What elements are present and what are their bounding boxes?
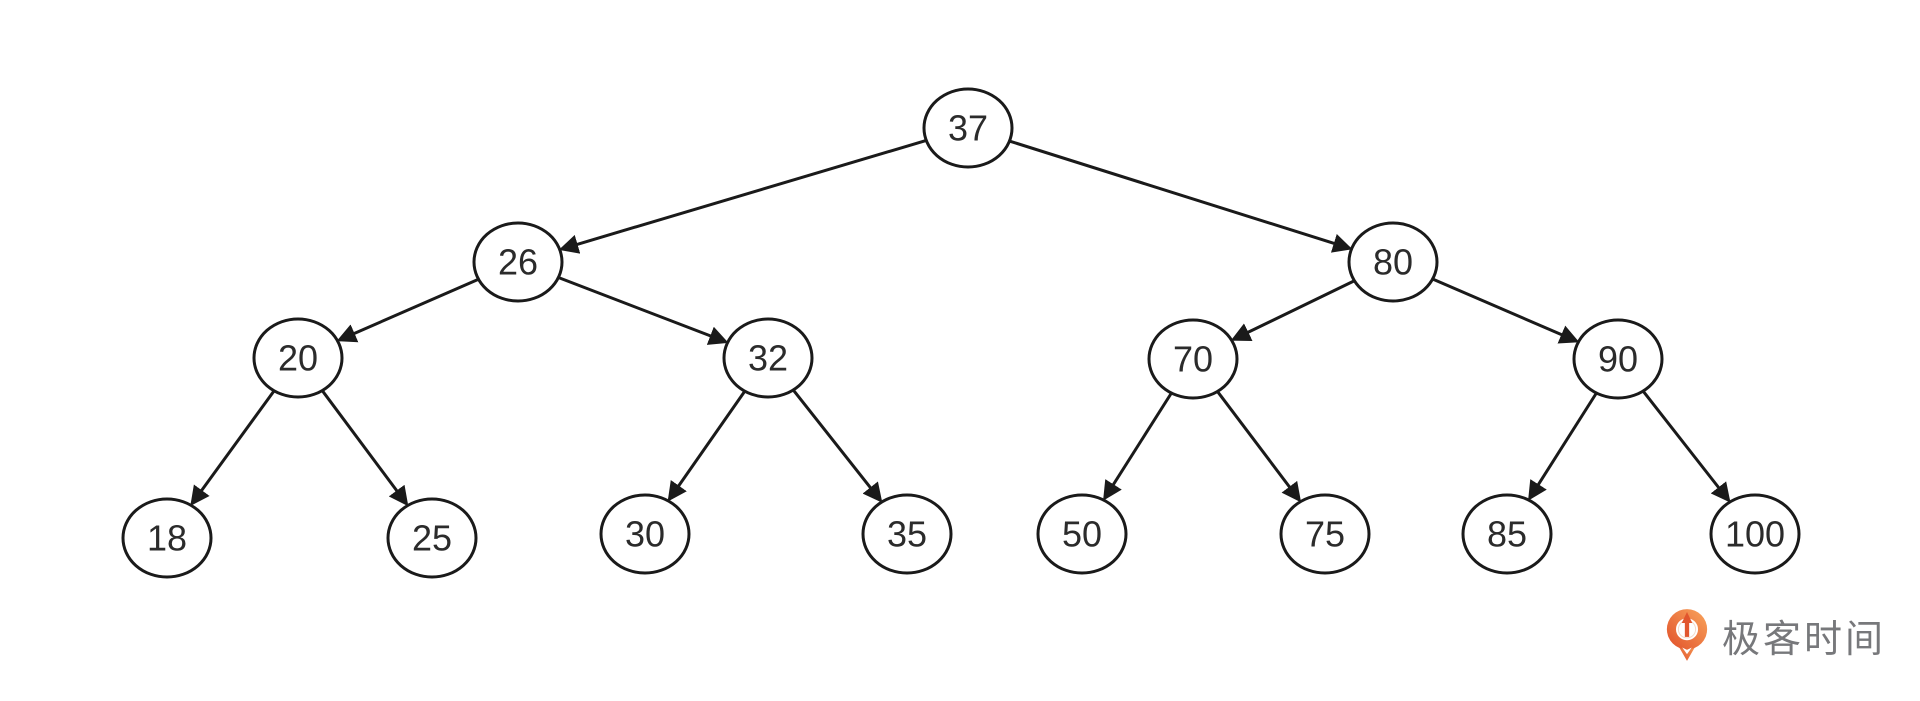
tree-edge-37-26: [558, 138, 927, 254]
brand-logo: 极客时间: [1664, 607, 1886, 663]
tree-node-label: 35: [887, 514, 927, 555]
tree-node-75: 75: [1279, 493, 1371, 575]
tree-node-label: 18: [147, 518, 187, 559]
tree-edge-80-70: [1230, 279, 1356, 341]
tree-node-100: 100: [1709, 493, 1801, 575]
tree-node-circle: [252, 317, 344, 399]
tree-node-label: 50: [1062, 514, 1102, 555]
tree-node-26: 26: [472, 221, 564, 303]
tree-node-50: 50: [1036, 493, 1128, 575]
tree-node-label: 20: [278, 338, 318, 379]
geektime-icon: [1666, 609, 1708, 661]
tree-node-32: 32: [722, 317, 814, 399]
tree-edge-37-80: [1009, 139, 1353, 253]
tree-node-label: 70: [1173, 339, 1213, 380]
tree-node-label: 85: [1487, 514, 1527, 555]
tree-node-circle: [722, 317, 814, 399]
tree-node-85: 85: [1461, 493, 1553, 575]
tree-node-circle: [121, 497, 213, 579]
tree-node-label: 26: [498, 242, 538, 283]
tree-node-circle: [472, 221, 564, 303]
brand-text: 极客时间: [1721, 618, 1886, 661]
tree-edge-32-35: [792, 389, 883, 503]
tree-edges: [190, 138, 1731, 507]
tree-edge-20-25: [321, 389, 409, 507]
tree-edge-20-18: [190, 389, 276, 506]
tree-node-circle: [1572, 318, 1664, 400]
tree-node-90: 90: [1572, 318, 1664, 400]
tree-edge-70-75: [1216, 390, 1302, 503]
tree-edge-90-85: [1528, 392, 1598, 501]
tree-node-18: 18: [121, 497, 213, 579]
tree-node-circle: [1147, 318, 1239, 400]
tree-node-label: 90: [1598, 339, 1638, 380]
tree-node-20: 20: [252, 317, 344, 399]
tree-node-circle: [599, 493, 691, 575]
tree-node-35: 35: [861, 493, 953, 575]
tree-node-circle: [1461, 493, 1553, 575]
tree-node-70: 70: [1147, 318, 1239, 400]
tree-node-circle: [386, 497, 478, 579]
tree-node-80: 80: [1347, 221, 1439, 303]
tree-edge-26-32: [557, 276, 729, 345]
tree-edge-70-50: [1103, 392, 1173, 501]
tree-node-label: 80: [1373, 242, 1413, 283]
tree-node-label: 37: [948, 108, 988, 149]
tree-nodes: 37 26 80 20 32 70 90 18 25 30 35 50 75 85 100: [121, 87, 1801, 579]
tree-node-label: 75: [1305, 514, 1345, 555]
tree-node-label: 25: [412, 518, 452, 559]
tree-node-37: 37: [922, 87, 1014, 169]
tree-node-circle: [922, 87, 1014, 169]
tree-node-label: 100: [1725, 514, 1785, 555]
tree-node-circle: [1279, 493, 1371, 575]
tree-edge-90-100: [1641, 390, 1731, 503]
tree-node-30: 30: [599, 493, 691, 575]
tree-node-circle: [861, 493, 953, 575]
tree-node-25: 25: [386, 497, 478, 579]
tree-node-label: 30: [625, 514, 665, 555]
tree-edge-26-20: [336, 277, 480, 343]
tree-edge-32-30: [667, 390, 747, 502]
tree-edge-80-90: [1431, 277, 1580, 344]
tree-node-circle: [1347, 221, 1439, 303]
tree-node-label: 32: [748, 338, 788, 379]
tree-node-circle: [1036, 493, 1128, 575]
tree-node-circle: [1709, 493, 1801, 575]
